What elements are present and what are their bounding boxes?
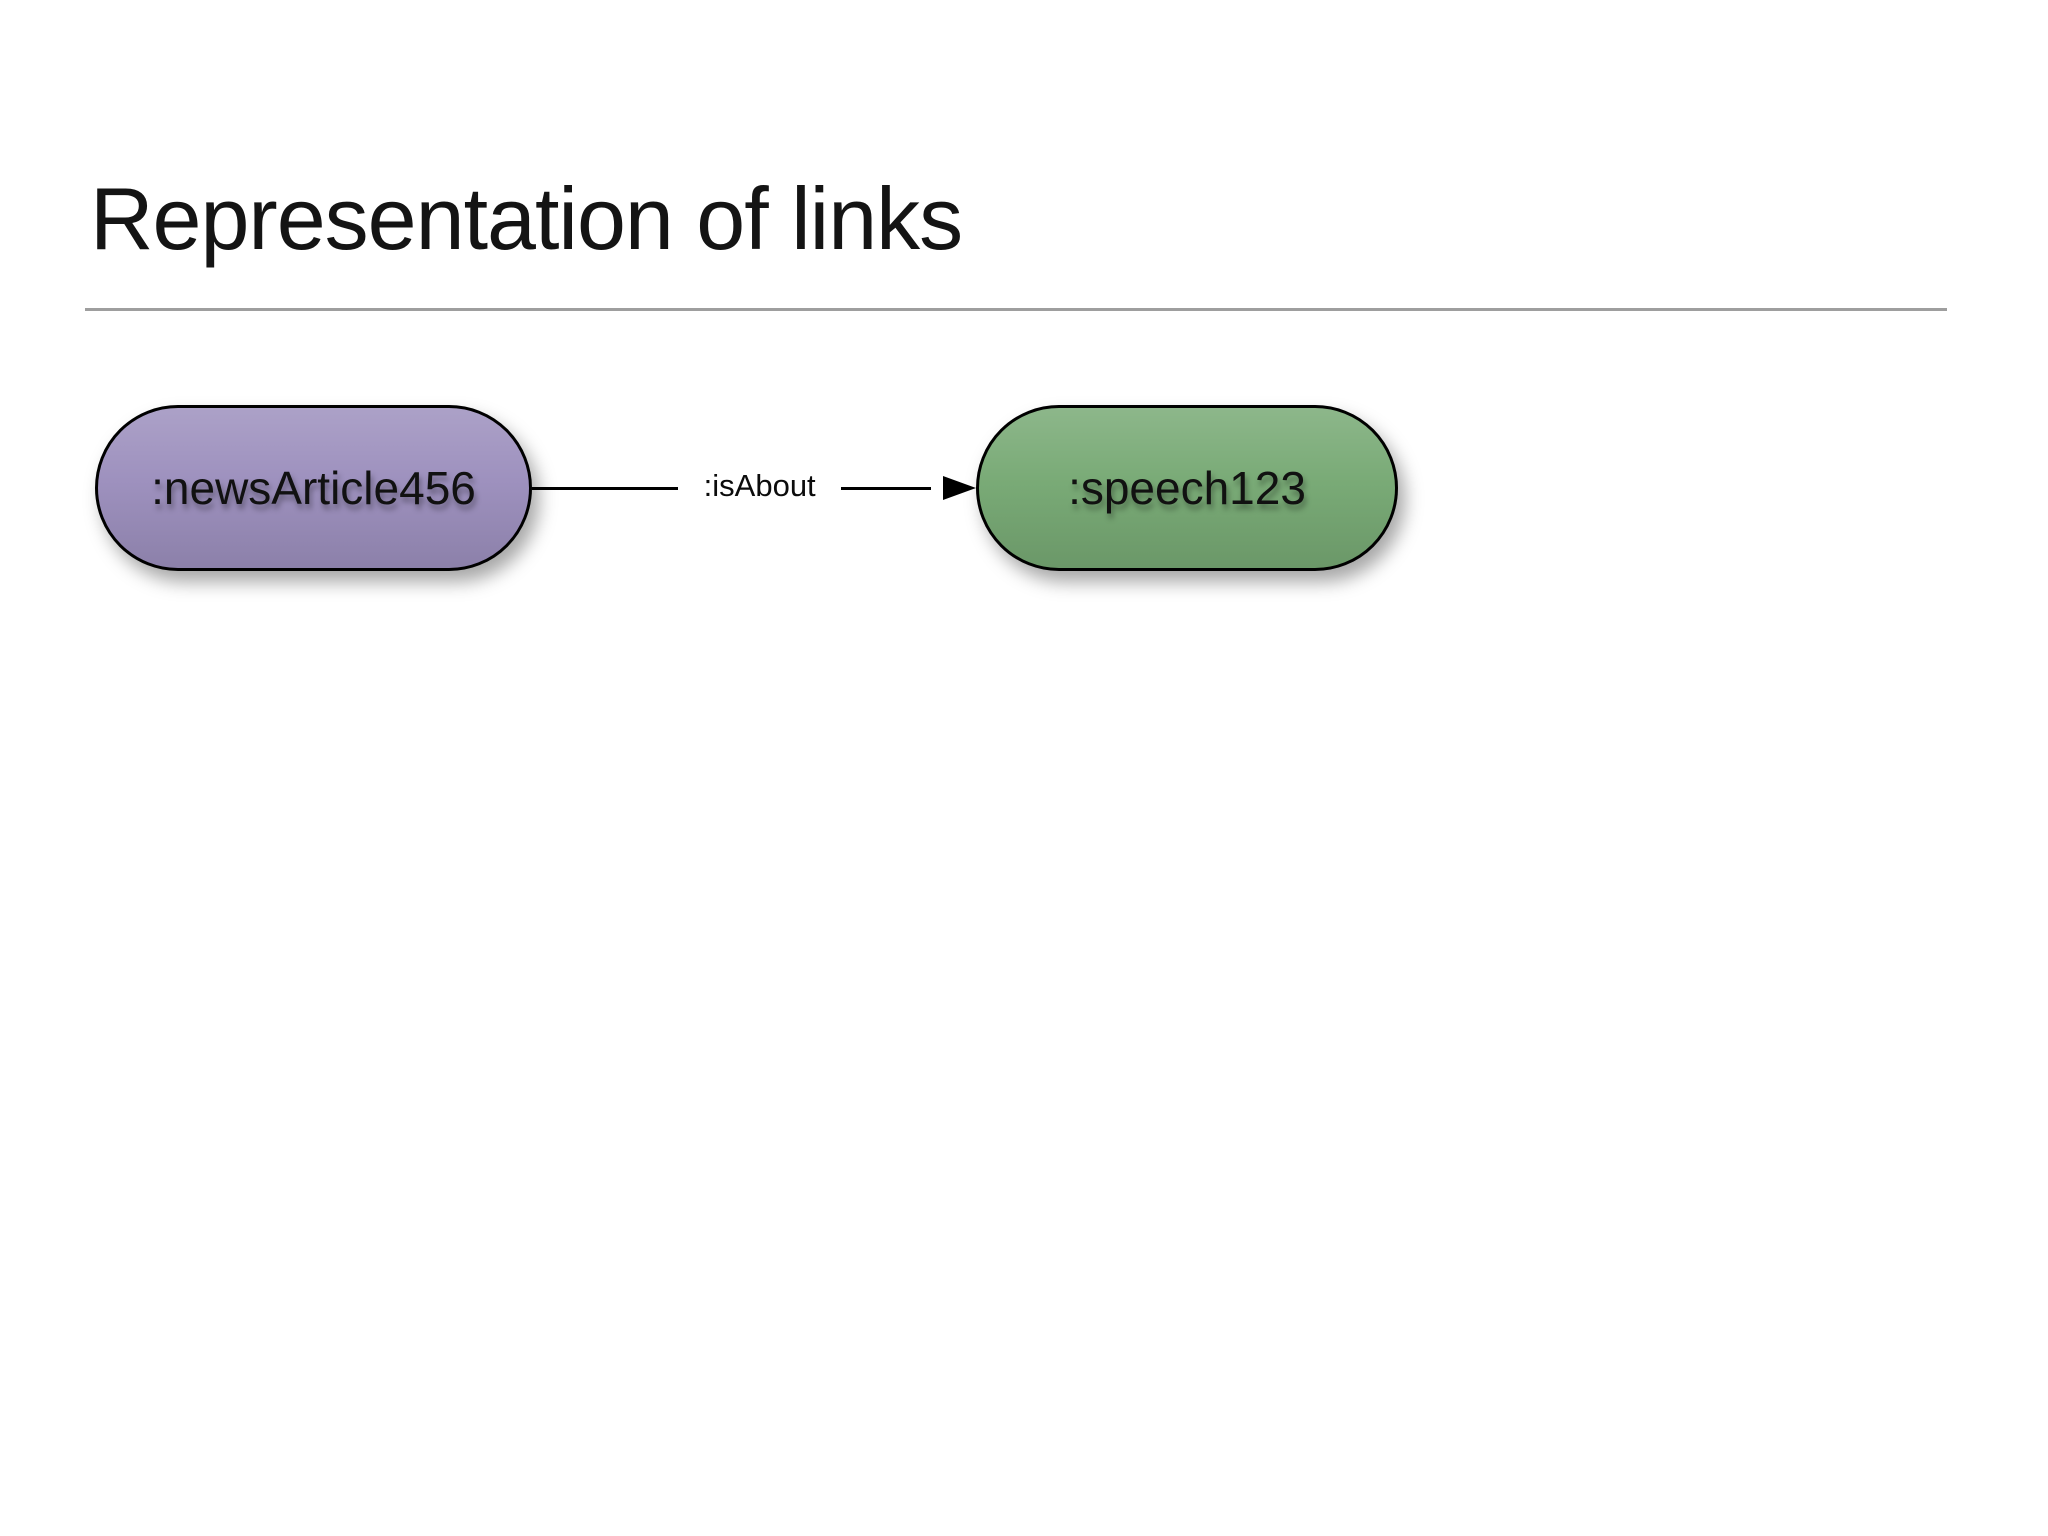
node-news-article-456: :newsArticle456 [95, 405, 532, 571]
title-divider [85, 308, 1947, 311]
edge-line-right [841, 486, 932, 490]
edge-label: :isAbout [703, 468, 816, 503]
node-label: :newsArticle456 [151, 462, 476, 514]
node-speech-123: :speech123 [976, 405, 1398, 571]
arrow-right-icon [942, 476, 976, 500]
node-label: :speech123 [1068, 462, 1306, 514]
edge-line-left [532, 486, 678, 490]
edge-is-about: :isAbout [532, 405, 976, 571]
slide-title: Representation of links [90, 169, 963, 268]
